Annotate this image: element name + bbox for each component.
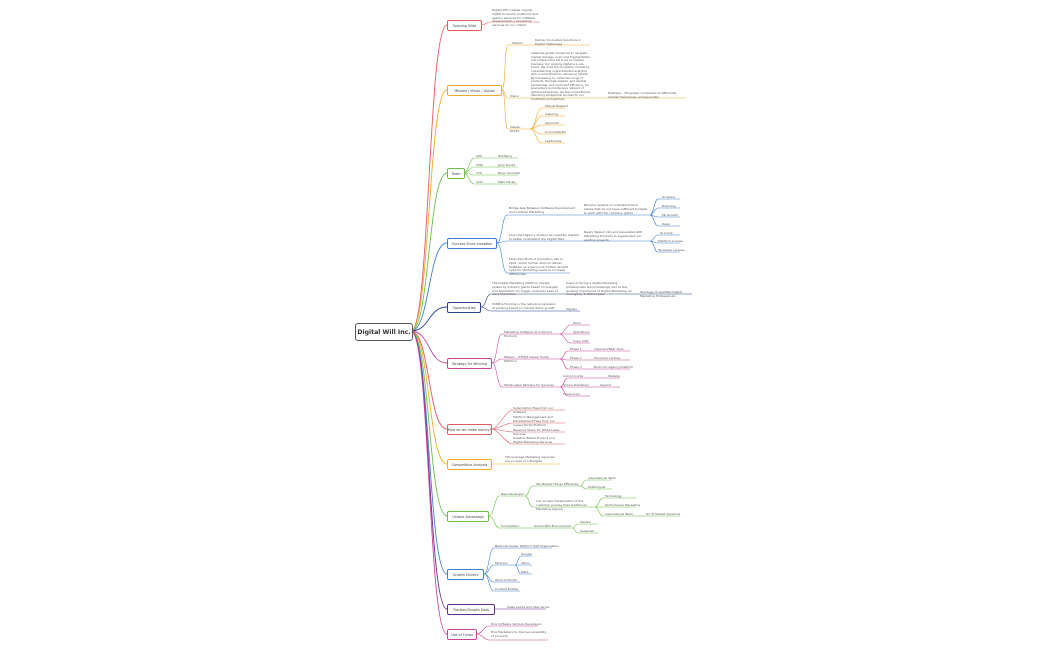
- strategy-sub: Consumers: [563, 392, 580, 396]
- success-note: Become experts of understand tech stacks…: [584, 203, 648, 215]
- unique-sub: Multilingual: [588, 485, 606, 489]
- values-label: Values - PACTS: [510, 125, 522, 133]
- unique-competition: Competition: [501, 524, 520, 528]
- strategy-item: Mission - HTML5 Career Portal Platform: [504, 355, 549, 363]
- node-competitive-analysis[interactable]: Competitive Analysis: [447, 459, 492, 470]
- strategy-sub: Online Publishers: [563, 383, 589, 387]
- value-item: Mutual Respect: [545, 104, 569, 108]
- unique-new-dev: New Developer: [501, 492, 524, 496]
- node-strategy-for-winning[interactable]: Strategy for Winning: [447, 358, 492, 369]
- vision-label: Vision: [510, 94, 519, 98]
- team-name: Brian da Costa: [498, 171, 521, 175]
- strategy-sub: Call Accounts: [563, 374, 584, 378]
- opportunity-item: The Digital Marketing Platform market po…: [492, 281, 558, 297]
- funds-item: Hire Marketers to improve sensibility of…: [491, 630, 547, 638]
- success-sub: Platform License: [658, 239, 683, 243]
- success-sub: Deep: [662, 222, 670, 226]
- node-traction-growth-data[interactable]: Traction/Growth Data: [447, 604, 495, 615]
- unique-sub: International Team: [588, 476, 617, 480]
- opportunity-tail: Signals: [566, 307, 577, 311]
- team-role: COO: [476, 180, 483, 184]
- growth-partner: Meta: [521, 570, 529, 574]
- growth-item: Partners: [495, 561, 508, 565]
- unique-comp-tail: Aseanset: [580, 529, 594, 533]
- success-item: Launched Product Innovation Lab in 2021,…: [509, 257, 569, 277]
- opening-note: Digital Will creates original digital pr…: [492, 8, 539, 28]
- funds-item: Hire Software Venture Developers: [491, 622, 542, 626]
- node-how-make-money[interactable]: How do we make money?: [447, 424, 492, 435]
- success-item: Bridge Gap Between Software Development …: [509, 206, 576, 214]
- team-role: CMO: [476, 163, 484, 167]
- growth-item: Word of Mouth: [495, 578, 517, 582]
- strategy-sub: Copy Chat: [573, 339, 589, 343]
- success-sub: Branding: [662, 204, 676, 208]
- unique-comp-tail: Sandra: [580, 520, 591, 524]
- opportunity-item: VCRB & Funding is the natural progressio…: [492, 302, 556, 310]
- value-item: Inspiring: [545, 112, 558, 116]
- node-growth-drivers[interactable]: Growth Drivers: [447, 569, 484, 580]
- mission-label: Mission: [512, 41, 524, 45]
- strategy-phase: Phase 2: [570, 356, 582, 360]
- unique-item: We Market Things Efficiently: [536, 482, 579, 486]
- strategy-tail: Upwork: [600, 383, 612, 387]
- growth-item: Beat out Career Platform Self Organizati…: [495, 544, 560, 548]
- strategy-phase: Phase 1: [570, 347, 582, 351]
- strategy-sub: Operations: [573, 330, 590, 334]
- success-sub: UI Space: [662, 195, 676, 199]
- growth-item: Content Builder: [495, 587, 519, 591]
- team-name: Jerry Doubt: [498, 163, 516, 167]
- success-item: Launched agency division successfully st…: [509, 233, 579, 241]
- strategy-sub: Facebook License: [594, 356, 621, 360]
- opportunity-tail: Shortage of qualified Digital Marketing …: [640, 290, 683, 298]
- success-sub: PR Growth: [662, 213, 678, 217]
- success-note: Newly Tapped into and Generated with Mar…: [584, 230, 643, 242]
- unique-comp-item: Global SEO Environment: [534, 524, 571, 528]
- vision-text: Celebrate global companies to navigate m…: [531, 51, 592, 101]
- team-name: Matt Clarke: [498, 180, 516, 184]
- unique-item: Can access manipulation of the customer …: [536, 499, 587, 511]
- strategy-sub: Work: [573, 321, 581, 325]
- unique-sub: International Team: [605, 512, 634, 516]
- value-item: Accountability: [545, 130, 567, 134]
- node-use-of-funds[interactable]: Use of Funds: [447, 629, 477, 640]
- strategy-tail: Website: [608, 374, 620, 378]
- strategy-item: White Label Partners for Services: [504, 383, 554, 387]
- node-unique-advantage[interactable]: Unique Advantage: [447, 511, 489, 522]
- node-opportunities[interactable]: Opportunities: [447, 302, 481, 313]
- success-sub: Facebook License: [658, 248, 685, 252]
- mission-text: Deliver Innovative Solutions in Digital …: [535, 38, 581, 46]
- root-node[interactable]: Digital Will Inc.: [355, 323, 413, 341]
- vision-example: Example - "Empower companies to efficien…: [608, 91, 677, 99]
- money-item: Revenue Share for White Label Services: [513, 428, 560, 436]
- team-role: CTO: [476, 171, 483, 175]
- strategy-item: Marketing Software as a Service Products: [504, 330, 553, 338]
- competitive-note: TPI Leverage Marketing Agencies are in n…: [505, 455, 555, 463]
- node-success-since-inception[interactable]: Success Since Inception: [447, 238, 497, 249]
- strategy-phase: Phase 3: [570, 365, 582, 369]
- node-mission-vision-values[interactable]: Mission / Vision / Values: [447, 85, 502, 96]
- node-opening-slide[interactable]: Opening Slide: [447, 20, 482, 31]
- value-item: Leadership: [545, 139, 562, 143]
- growth-partner: Yahoo: [521, 561, 530, 565]
- money-item: Creative Based Product and Digital Marke…: [513, 436, 555, 444]
- traction-note: Sales points and User terms: [507, 605, 550, 609]
- strategy-sub: Internal VR&D Tools: [594, 347, 624, 351]
- opportunity-note: Users of facing a digital Marketing prof…: [566, 281, 633, 297]
- unique-sub: Performance Marketing: [605, 503, 640, 507]
- success-sub: UI Comp: [660, 231, 673, 235]
- team-name: Will Berry: [498, 154, 513, 158]
- unique-tail: Go To Market Solutions: [646, 512, 681, 516]
- money-item: Platform Management and Development Fees…: [513, 415, 555, 427]
- value-item: Approach: [545, 121, 560, 125]
- money-item: Subscription Fees from our Software: [513, 406, 554, 414]
- team-role: CEO: [476, 154, 483, 158]
- unique-sub: Technology: [605, 494, 622, 498]
- strategy-sub: Build out Agency Platform: [594, 365, 634, 369]
- growth-partner: Google: [521, 552, 532, 556]
- node-team[interactable]: Team: [447, 168, 465, 179]
